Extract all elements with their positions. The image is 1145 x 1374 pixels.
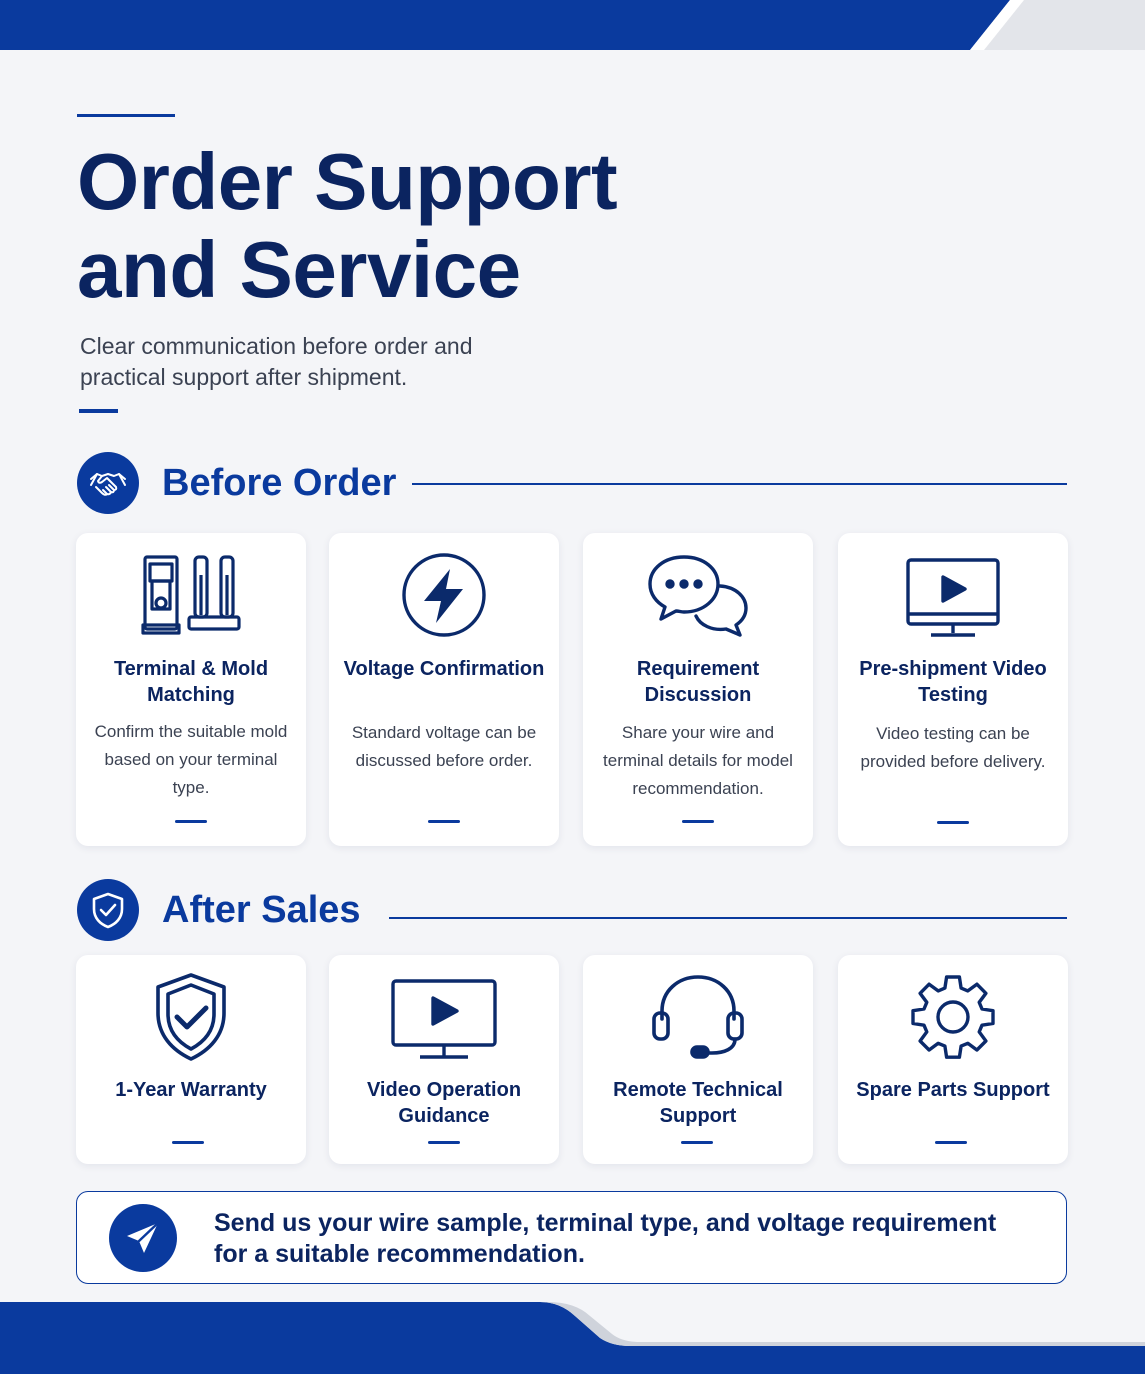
card-remote-technical-support: Remote Technical Support (583, 955, 813, 1164)
card-description: Standard voltage can be discussed before… (351, 723, 537, 770)
card-accent-dash (937, 821, 969, 824)
after-sales-title: After Sales (162, 889, 361, 931)
card-spare-parts-support: Spare Parts Support (838, 955, 1068, 1164)
card-accent-dash (935, 1141, 967, 1144)
top-banner (0, 0, 1145, 50)
after-sales-divider (389, 917, 1067, 919)
card-title: Voltage Confirmation (343, 658, 545, 680)
card-title: Video Operation Guidance (366, 1079, 522, 1127)
chat-bubbles-icon (583, 553, 813, 639)
card-description: Video testing can be provided before del… (860, 724, 1046, 771)
card-voltage-confirmation: Voltage Confirmation Standard voltage ca… (329, 533, 559, 846)
paper-plane-icon (109, 1204, 177, 1272)
card-video-operation-guidance: Video Operation Guidance (329, 955, 559, 1164)
recommendation-callout: Send us your wire sample, terminal type,… (76, 1191, 1067, 1284)
card-title: 1-Year Warranty (115, 1079, 267, 1101)
before-order-title: Before Order (162, 462, 397, 504)
card-accent-dash (682, 820, 714, 823)
shield-check-icon (76, 971, 306, 1063)
card-requirement-discussion: Requirement Discussion Share your wire a… (583, 533, 813, 846)
card-title: Remote Technical Support (613, 1079, 783, 1127)
card-accent-dash (428, 1141, 460, 1144)
shield-check-icon (77, 879, 139, 941)
card-title: Spare Parts Support (856, 1079, 1050, 1101)
page-subtitle: Clear communication before order and pra… (80, 333, 473, 390)
page-title: Order Support and Service (77, 137, 618, 314)
bottom-banner (0, 1302, 1145, 1374)
video-monitor-icon (329, 978, 559, 1062)
video-monitor-icon (838, 557, 1068, 639)
card-description: Confirm the suitable mold based on your … (94, 722, 288, 797)
card-title: Terminal & Mold Matching (113, 658, 269, 706)
card-title: Requirement Discussion (636, 658, 760, 706)
headset-icon (583, 973, 813, 1061)
card-accent-dash (681, 1141, 713, 1144)
card-terminal-mold-matching: Terminal & Mold Matching Confirm the sui… (76, 533, 306, 846)
after-sales-header: After Sales (77, 879, 1067, 941)
card-title: Pre-shipment Video Testing (859, 658, 1047, 706)
card-description: Share your wire and terminal details for… (603, 723, 793, 798)
subtitle-accent-line (79, 409, 118, 413)
callout-text: Send us your wire sample, terminal type,… (214, 1209, 997, 1268)
card-pre-shipment-video-testing: Pre-shipment Video Testing Video testing… (838, 533, 1068, 846)
title-accent-line (77, 114, 175, 117)
gear-icon (838, 971, 1068, 1063)
card-accent-dash (428, 820, 460, 823)
handshake-icon (77, 452, 139, 514)
lightning-icon (329, 551, 559, 639)
before-order-divider (412, 483, 1067, 485)
card-1-year-warranty: 1-Year Warranty (76, 955, 306, 1164)
card-accent-dash (175, 820, 207, 823)
mold-tools-icon (76, 553, 306, 639)
before-order-header: Before Order (77, 452, 1067, 514)
card-accent-dash (172, 1141, 204, 1144)
